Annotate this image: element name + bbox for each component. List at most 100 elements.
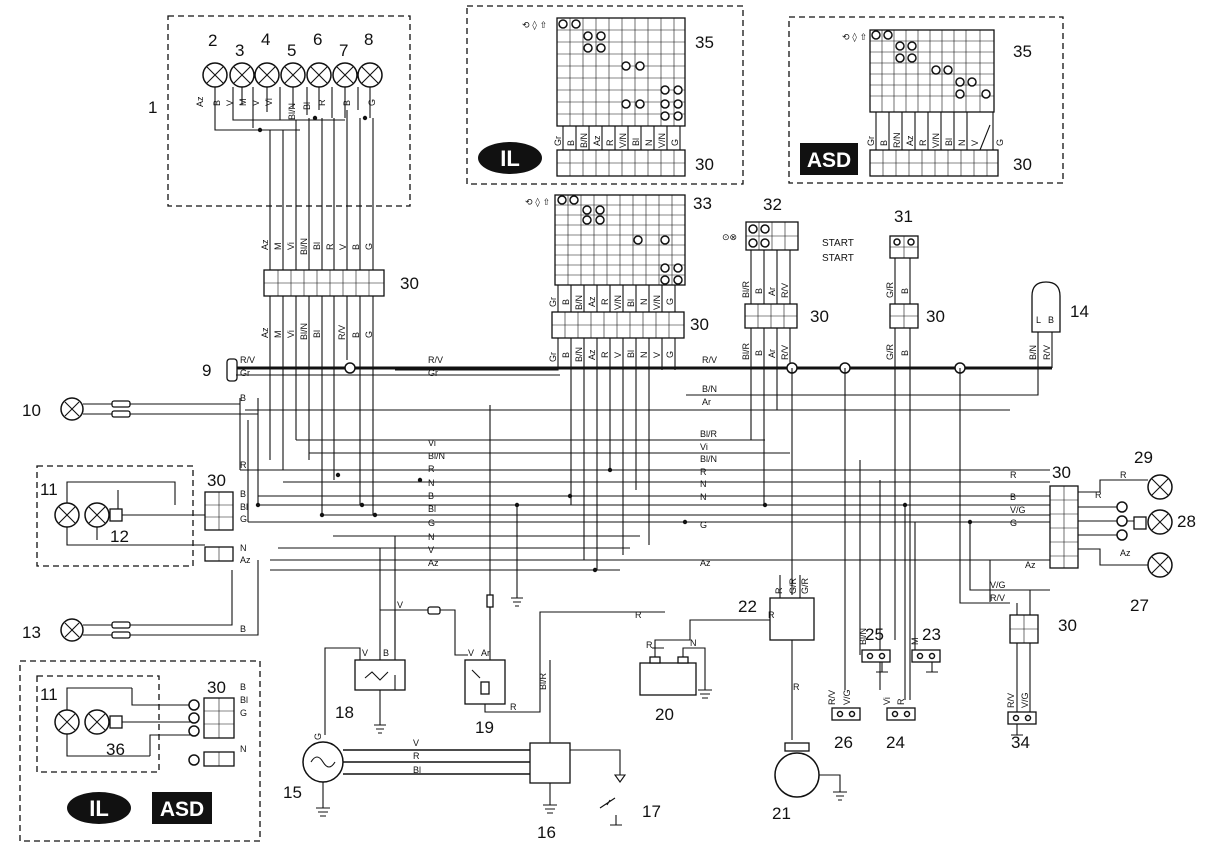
svg-text:G: G — [240, 514, 247, 524]
lamp-5-icon — [280, 62, 306, 88]
svg-text:G: G — [364, 331, 374, 338]
svg-text:Ar: Ar — [767, 349, 777, 358]
svg-text:6: 6 — [313, 30, 322, 49]
svg-text:R/V: R/V — [1006, 693, 1016, 708]
svg-text:⊙⊗: ⊙⊗ — [722, 233, 737, 243]
svg-text:M: M — [273, 331, 283, 339]
svg-text:20: 20 — [655, 705, 674, 724]
svg-text:35: 35 — [1013, 42, 1032, 61]
il-badge-bottom: IL — [67, 792, 131, 824]
svg-text:R/V: R/V — [827, 690, 837, 705]
connector-23 — [911, 649, 941, 673]
svg-text:V/G: V/G — [842, 689, 852, 705]
svg-text:Bl: Bl — [240, 502, 248, 512]
svg-text:START: START — [822, 253, 854, 264]
svg-text:Az: Az — [1120, 548, 1131, 558]
asd-badge-bottom: ASD — [152, 792, 212, 824]
svg-text:Bl/N: Bl/N — [287, 103, 297, 120]
svg-text:N: N — [957, 140, 967, 147]
wire-labels-switch-35-il: Gr B B/N Az R V/N Bl N V/N G — [553, 133, 680, 148]
variant-headlight-frame — [36, 675, 160, 773]
svg-text:B: B — [754, 350, 764, 356]
svg-text:B/N: B/N — [1028, 345, 1038, 360]
svg-text:22: 22 — [738, 597, 757, 616]
il-asd-variant-frame — [19, 660, 261, 842]
alternator-15-icon — [302, 741, 530, 817]
svg-text:V: V — [652, 352, 662, 358]
key-switch-32: ⊙⊗ — [722, 221, 799, 505]
svg-text:START: START — [822, 238, 854, 249]
svg-text:R/V: R/V — [990, 593, 1005, 603]
svg-text:Bl: Bl — [631, 138, 641, 146]
svg-text:30: 30 — [1052, 463, 1071, 482]
svg-text:Bl/N: Bl/N — [700, 454, 717, 464]
asd-badge-top: ASD — [800, 143, 858, 175]
svg-text:19: 19 — [475, 718, 494, 737]
svg-text:N: N — [240, 543, 247, 553]
svg-text:N: N — [644, 140, 654, 147]
svg-text:V: V — [225, 100, 235, 106]
svg-text:G: G — [313, 733, 323, 740]
variant-headlight-icon — [54, 687, 235, 767]
svg-text:Bl/N: Bl/N — [299, 238, 309, 255]
lamp-3-icon — [229, 62, 255, 88]
svg-text:Az: Az — [905, 135, 915, 146]
svg-text:R: R — [317, 99, 327, 106]
svg-text:30: 30 — [695, 155, 714, 174]
svg-text:33: 33 — [693, 194, 712, 213]
svg-text:5: 5 — [287, 41, 296, 60]
svg-text:V/N: V/N — [618, 133, 628, 148]
svg-text:24: 24 — [886, 733, 905, 752]
svg-text:V: V — [613, 352, 623, 358]
svg-text:G: G — [995, 139, 1005, 146]
starter-relay-22 — [769, 575, 815, 740]
svg-text:V: V — [251, 100, 261, 106]
svg-text:36: 36 — [106, 740, 125, 759]
svg-text:R: R — [918, 139, 928, 146]
svg-text:Gr: Gr — [548, 297, 558, 307]
svg-text:R: R — [1010, 470, 1017, 480]
svg-text:B: B — [240, 682, 246, 692]
svg-text:30: 30 — [1058, 616, 1077, 635]
svg-text:B: B — [351, 244, 361, 250]
svg-text:V/G: V/G — [990, 580, 1006, 590]
svg-text:Az: Az — [260, 327, 270, 338]
svg-text:B: B — [1048, 315, 1054, 325]
svg-text:Az: Az — [260, 239, 270, 250]
svg-text:B/N: B/N — [574, 347, 584, 362]
regulator-18 — [324, 609, 440, 735]
svg-text:B: B — [566, 140, 576, 146]
svg-text:Bl/N: Bl/N — [299, 323, 309, 340]
svg-text:Az: Az — [240, 555, 251, 565]
svg-text:V: V — [468, 648, 474, 658]
svg-text:30: 30 — [810, 307, 829, 326]
wire-labels-switch-33-bottom: Gr B B/N Az R V Bl N V G — [548, 347, 675, 362]
svg-text:27: 27 — [1130, 596, 1149, 615]
svg-text:R: R — [646, 640, 653, 650]
lamp-2-icon — [202, 62, 228, 88]
svg-text:13: 13 — [22, 623, 41, 642]
svg-text:V/N: V/N — [657, 133, 667, 148]
svg-text:R: R — [605, 139, 615, 146]
svg-text:Vi: Vi — [428, 438, 436, 448]
svg-text:G: G — [428, 518, 435, 528]
svg-text:21: 21 — [772, 804, 791, 823]
component-numbers: 1 2 3 4 5 6 7 8 9 10 11 12 13 14 15 16 1… — [22, 30, 1196, 842]
svg-text:V: V — [428, 545, 434, 555]
svg-text:G: G — [240, 708, 247, 718]
svg-text:R/V: R/V — [702, 355, 717, 365]
svg-text:R: R — [774, 587, 784, 594]
svg-text:V/N: V/N — [931, 133, 941, 148]
connector-25 — [861, 649, 891, 673]
svg-text:R/V: R/V — [428, 355, 443, 365]
svg-text:⟲ ◊ ⇧: ⟲ ◊ ⇧ — [522, 20, 547, 31]
connector-30-head — [204, 491, 234, 562]
svg-text:Az: Az — [1025, 560, 1036, 570]
svg-text:Bl/R: Bl/R — [538, 672, 548, 690]
tail-lamp-29-icon — [1078, 474, 1173, 500]
lamp-8-icon — [357, 62, 383, 88]
svg-text:Vi: Vi — [882, 697, 892, 705]
wire-labels-lower: V G V B Ar V R R R N Bl/R R R V R Bl R R… — [313, 577, 1030, 775]
